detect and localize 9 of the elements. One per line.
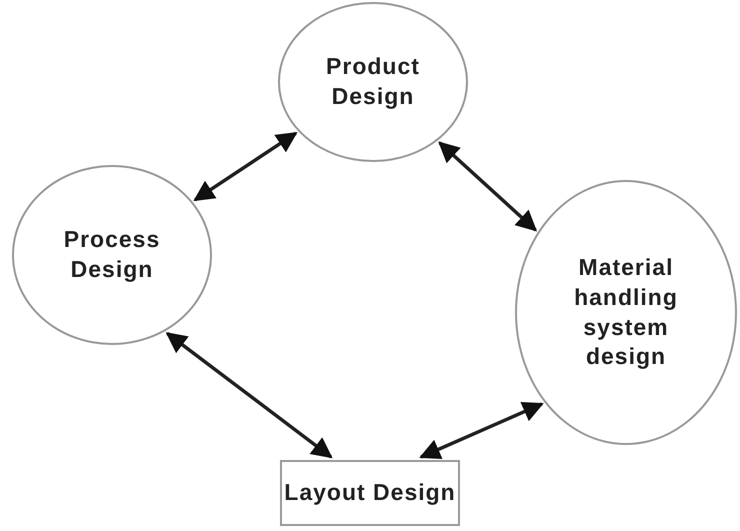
double-arrow [193, 132, 298, 202]
double-arrow [419, 402, 544, 460]
node-label: Process Design [62, 225, 162, 284]
double-arrow [438, 141, 538, 232]
node-label: Material handling system design [573, 252, 679, 372]
node-label: Product Design [325, 52, 421, 111]
double-arrow [166, 332, 333, 458]
node-label: Layout Design [284, 478, 456, 508]
process-box [280, 460, 460, 526]
